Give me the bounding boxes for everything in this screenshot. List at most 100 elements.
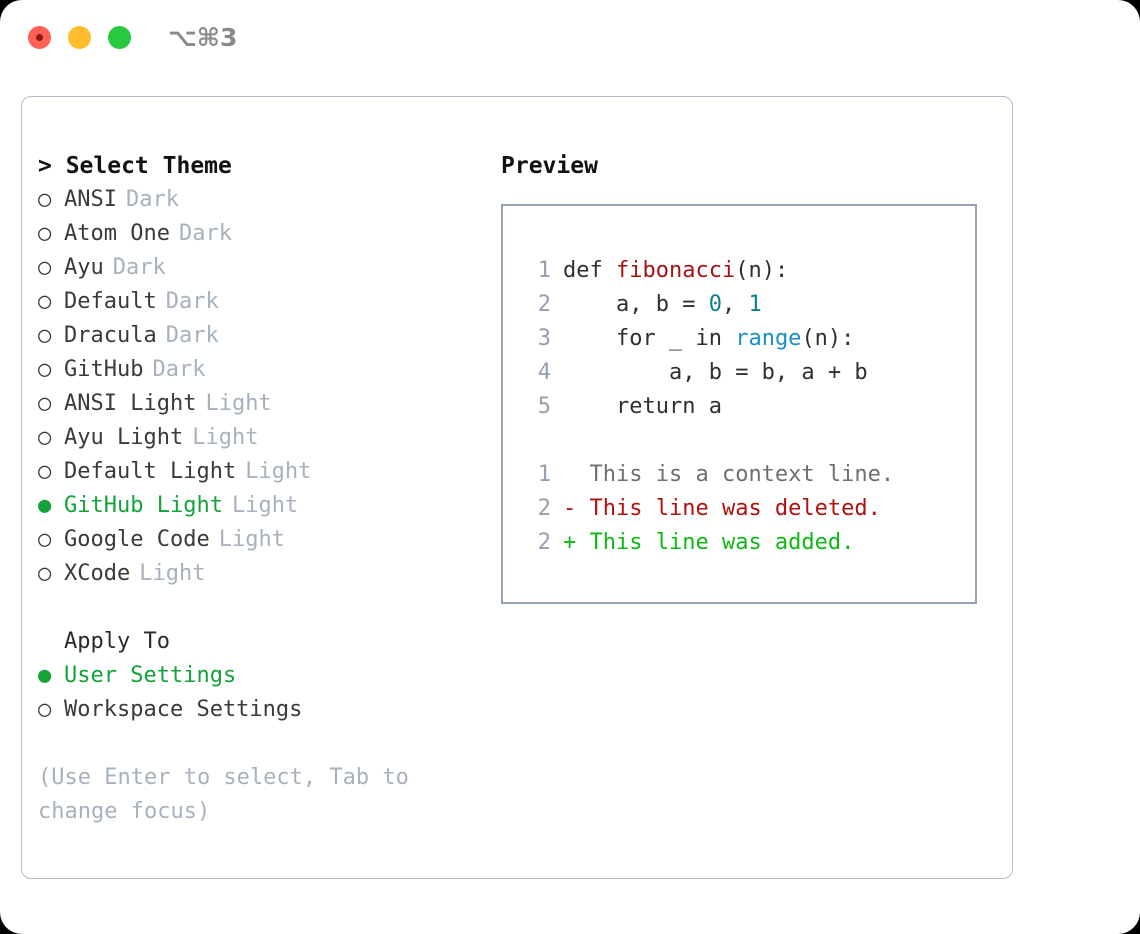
apply-to-option-user-settings[interactable]: ● User Settings xyxy=(38,659,488,693)
diff-text: This line was deleted. xyxy=(589,496,881,521)
theme-option-name: Default xyxy=(64,289,157,314)
apply-to-option-workspace-settings[interactable]: ○Workspace Settings xyxy=(38,693,488,727)
code-token-number: 1 xyxy=(748,292,762,317)
code-line-number: 2 xyxy=(537,292,551,317)
radio-selected-icon: ● xyxy=(38,493,52,518)
column-spacer xyxy=(38,591,488,625)
code-line-content: for _ in range(n): xyxy=(563,322,854,356)
theme-option-name: GitHub xyxy=(64,357,144,382)
theme-option-name: Atom One xyxy=(64,221,170,246)
diff-line-number: 2 xyxy=(537,530,551,555)
apply-to-option-name: User Settings xyxy=(64,663,237,688)
theme-option-mode: Dark xyxy=(112,255,166,280)
theme-option-default[interactable]: ○ Default Dark xyxy=(38,285,488,319)
title-bar: ⌥⌘3 xyxy=(0,0,1140,78)
theme-option-github[interactable]: ○ GitHub Dark xyxy=(38,353,488,387)
close-window-button[interactable] xyxy=(28,26,51,49)
radio-unselected-icon: ○ xyxy=(38,459,52,484)
theme-option-dracula[interactable]: ○ Dracula Dark xyxy=(38,319,488,353)
code-line: 4 a, b = b, a + b xyxy=(521,356,975,390)
code-token-plain: , xyxy=(721,292,749,317)
theme-option-mode: Dark xyxy=(165,323,219,348)
theme-option-mode: Dark xyxy=(125,187,179,212)
code-line: 3 for _ in range(n): xyxy=(521,322,975,356)
theme-option-name: Ayu xyxy=(64,255,104,280)
radio-unselected-icon: ○ xyxy=(38,255,52,280)
code-line: 1 def fibonacci(n): xyxy=(521,254,975,288)
code-line: 5 return a xyxy=(521,390,975,424)
diff-text: This is a context line. xyxy=(589,462,895,487)
theme-option-name: XCode xyxy=(64,561,131,586)
theme-option-mode: Dark xyxy=(152,357,206,382)
theme-option-mode: Light xyxy=(139,561,206,586)
select-theme-heading: > Select Theme xyxy=(38,153,232,179)
code-token-call: range xyxy=(735,326,802,351)
diff-sample: 1 This is a context line. 2- This line wa… xyxy=(521,458,975,560)
radio-unselected-icon: ○ xyxy=(38,561,52,586)
radio-unselected-icon: ○ xyxy=(38,697,52,722)
apply-to-heading: Apply To xyxy=(38,625,488,659)
code-line-number: 3 xyxy=(537,326,551,351)
radio-unselected-icon: ○ xyxy=(38,323,52,348)
theme-option-mode: Light xyxy=(245,459,312,484)
theme-option-name: Ayu Light xyxy=(64,425,184,450)
radio-unselected-icon: ○ xyxy=(38,391,52,416)
radio-unselected-icon: ○ xyxy=(38,289,52,314)
preview-gap xyxy=(521,424,975,458)
diff-text: This line was added. xyxy=(589,530,855,555)
code-line-content: return a xyxy=(563,390,722,424)
theme-option-mode: Dark xyxy=(165,289,219,314)
code-line-content: a, b = b, a + b xyxy=(563,356,868,390)
theme-option-name: ANSI xyxy=(64,187,117,212)
theme-option-ayu[interactable]: ○ Ayu Dark xyxy=(38,251,488,285)
code-line-content: def fibonacci(n): xyxy=(563,254,788,288)
diff-marker: - xyxy=(563,496,590,521)
diff-line-number: 1 xyxy=(537,462,551,487)
radio-unselected-icon: ○ xyxy=(38,425,52,450)
apply-to-bullet-placeholder xyxy=(38,625,64,659)
maximize-window-button[interactable] xyxy=(108,26,131,49)
window-controls xyxy=(28,26,131,49)
theme-option-ayu-light[interactable]: ○ Ayu Light Light xyxy=(38,421,488,455)
diff-line-deleted: 2- This line was deleted. xyxy=(521,492,975,526)
radio-unselected-icon: ○ xyxy=(38,221,52,246)
radio-unselected-icon: ○ xyxy=(38,357,52,382)
code-line-content: a, b = 0, 1 xyxy=(563,288,762,322)
radio-selected-icon: ● xyxy=(38,663,52,688)
code-token-function: fibonacci xyxy=(615,258,736,283)
keyboard-shortcut-label: ⌥⌘3 xyxy=(168,23,238,52)
code-line-number: 4 xyxy=(537,360,551,385)
minimize-window-button[interactable] xyxy=(68,26,91,49)
code-token-plain: return a xyxy=(615,394,722,419)
code-line: 2 a, b = 0, 1 xyxy=(521,288,975,322)
code-token-plain: a, b = xyxy=(615,292,709,317)
theme-option-mode: Light xyxy=(218,527,285,552)
theme-option-name: Default Light xyxy=(64,459,237,484)
apply-to-option-list: ● User Settings ○Workspace Settings xyxy=(38,659,488,727)
diff-line-number: 2 xyxy=(537,496,551,521)
code-line-number: 5 xyxy=(537,394,551,419)
preview-heading: Preview xyxy=(501,153,598,179)
theme-option-ansi[interactable]: ○ ANSI Dark xyxy=(38,183,488,217)
theme-option-xcode[interactable]: ○ XCode Light xyxy=(38,557,488,591)
code-line-number: 1 xyxy=(537,258,551,283)
keyboard-hint-text: (Use Enter to select, Tab to change focu… xyxy=(38,765,423,824)
code-token-plain: for _ in xyxy=(615,326,736,351)
theme-option-mode: Light xyxy=(192,425,259,450)
theme-option-default-light[interactable]: ○ Default Light Light xyxy=(38,455,488,489)
theme-option-mode: Light xyxy=(231,493,299,518)
radio-unselected-icon: ○ xyxy=(38,187,52,212)
code-token-number: 0 xyxy=(708,292,722,317)
theme-option-name: Dracula xyxy=(64,323,157,348)
